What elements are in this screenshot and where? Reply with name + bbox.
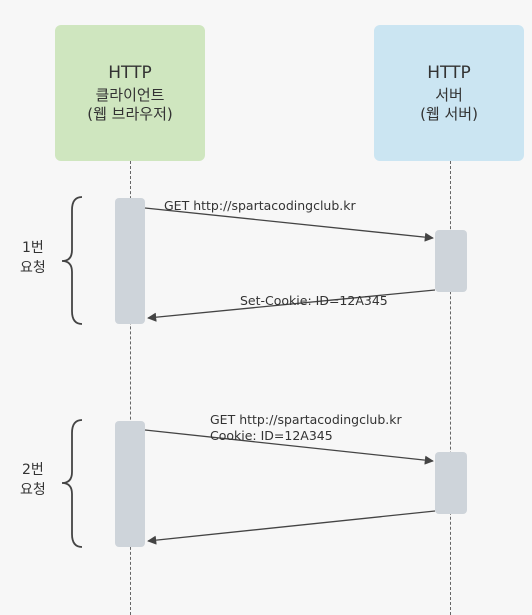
client-name-label: 클라이언트 xyxy=(95,85,165,104)
client-protocol-label: HTTP xyxy=(108,62,152,83)
client-lifeline xyxy=(130,161,131,615)
request-2-brace xyxy=(61,419,83,548)
server-lifeline xyxy=(450,161,451,615)
request-1-arrow xyxy=(144,207,434,242)
request-2-label: 2번 요청 xyxy=(20,461,46,500)
client-activation-1 xyxy=(115,198,145,324)
server-sub-label: (웹 서버) xyxy=(420,104,478,123)
request-2-message: GET http://spartacodingclub.kr Cookie: I… xyxy=(210,412,402,443)
server-name-label: 서버 xyxy=(435,85,463,104)
request-2-arrow xyxy=(144,429,434,465)
request-1-brace xyxy=(61,196,83,325)
response-1-arrow xyxy=(147,289,436,322)
request-2-message-line-2: Cookie: ID=12A345 xyxy=(210,427,333,443)
server-actor-box: HTTP 서버 (웹 서버) xyxy=(374,25,524,161)
response-2-arrow xyxy=(147,510,436,545)
request-2-message-line-1: GET http://spartacodingclub.kr xyxy=(210,412,402,427)
response-1-message: Set-Cookie: ID=12A345 xyxy=(240,293,388,308)
request-2-label-text: 요청 xyxy=(20,481,46,498)
client-sub-label: (웹 브라우저) xyxy=(87,104,173,123)
client-actor-box: HTTP 클라이언트 (웹 브라우저) xyxy=(55,25,205,161)
request-1-label: 1번 요청 xyxy=(20,239,46,278)
request-1-message: GET http://spartacodingclub.kr xyxy=(164,198,356,213)
request-1-label-text: 요청 xyxy=(20,259,46,276)
client-activation-2 xyxy=(115,421,145,547)
server-activation-2 xyxy=(435,452,467,514)
request-2-label-number: 2번 xyxy=(21,462,44,478)
request-1-label-number: 1번 xyxy=(21,240,44,256)
server-activation-1 xyxy=(435,230,467,292)
server-protocol-label: HTTP xyxy=(427,62,471,83)
